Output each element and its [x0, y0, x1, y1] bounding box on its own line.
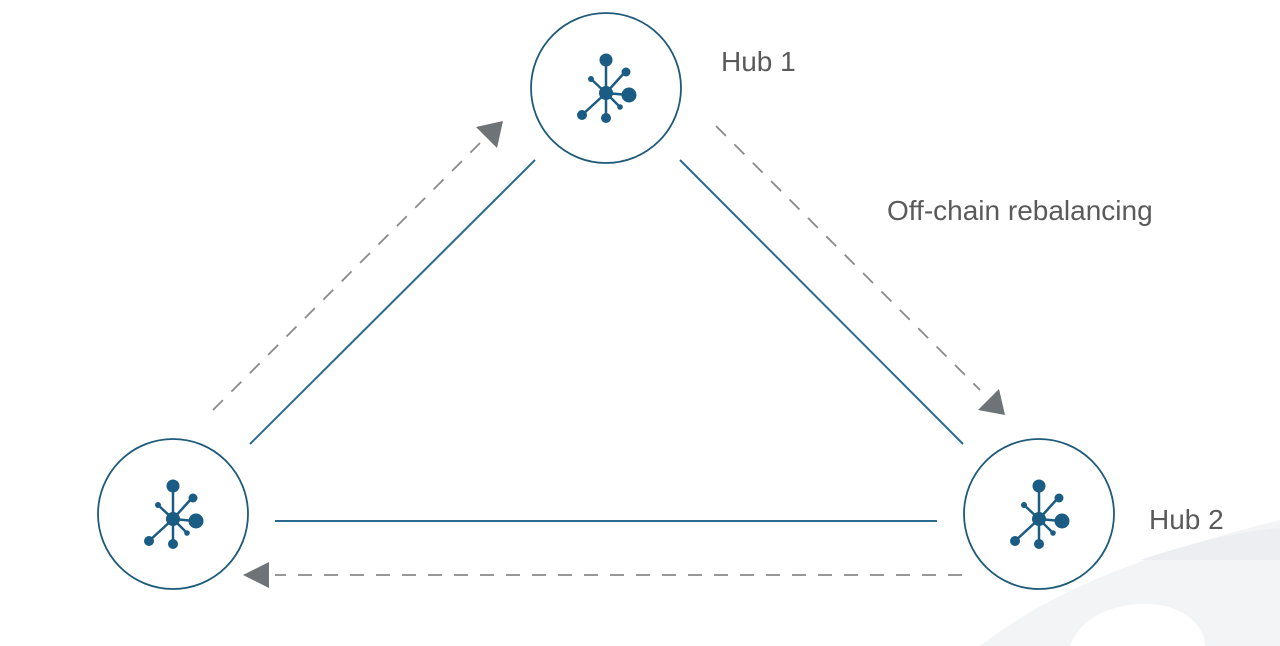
- arrowhead-to-left: [243, 562, 269, 588]
- edge-left-top: [249, 159, 536, 445]
- arrowhead-to-top: [476, 121, 503, 148]
- edge-top-right: [679, 159, 964, 445]
- hub-1-label: Hub 1: [721, 46, 796, 77]
- hub-2-label: Hub 2: [1149, 504, 1224, 535]
- hub-node-right: [963, 438, 1115, 590]
- hub-node-top: [530, 12, 682, 164]
- hub-node-left: [97, 438, 249, 590]
- background-decoration: [980, 520, 1280, 646]
- off-chain-rebalancing-label: Off-chain rebalancing: [887, 195, 1153, 226]
- dashed-edge-top-to-right: [715, 125, 981, 391]
- arrowhead-to-right: [978, 389, 1005, 415]
- dashed-edge-left-to-top: [212, 142, 481, 411]
